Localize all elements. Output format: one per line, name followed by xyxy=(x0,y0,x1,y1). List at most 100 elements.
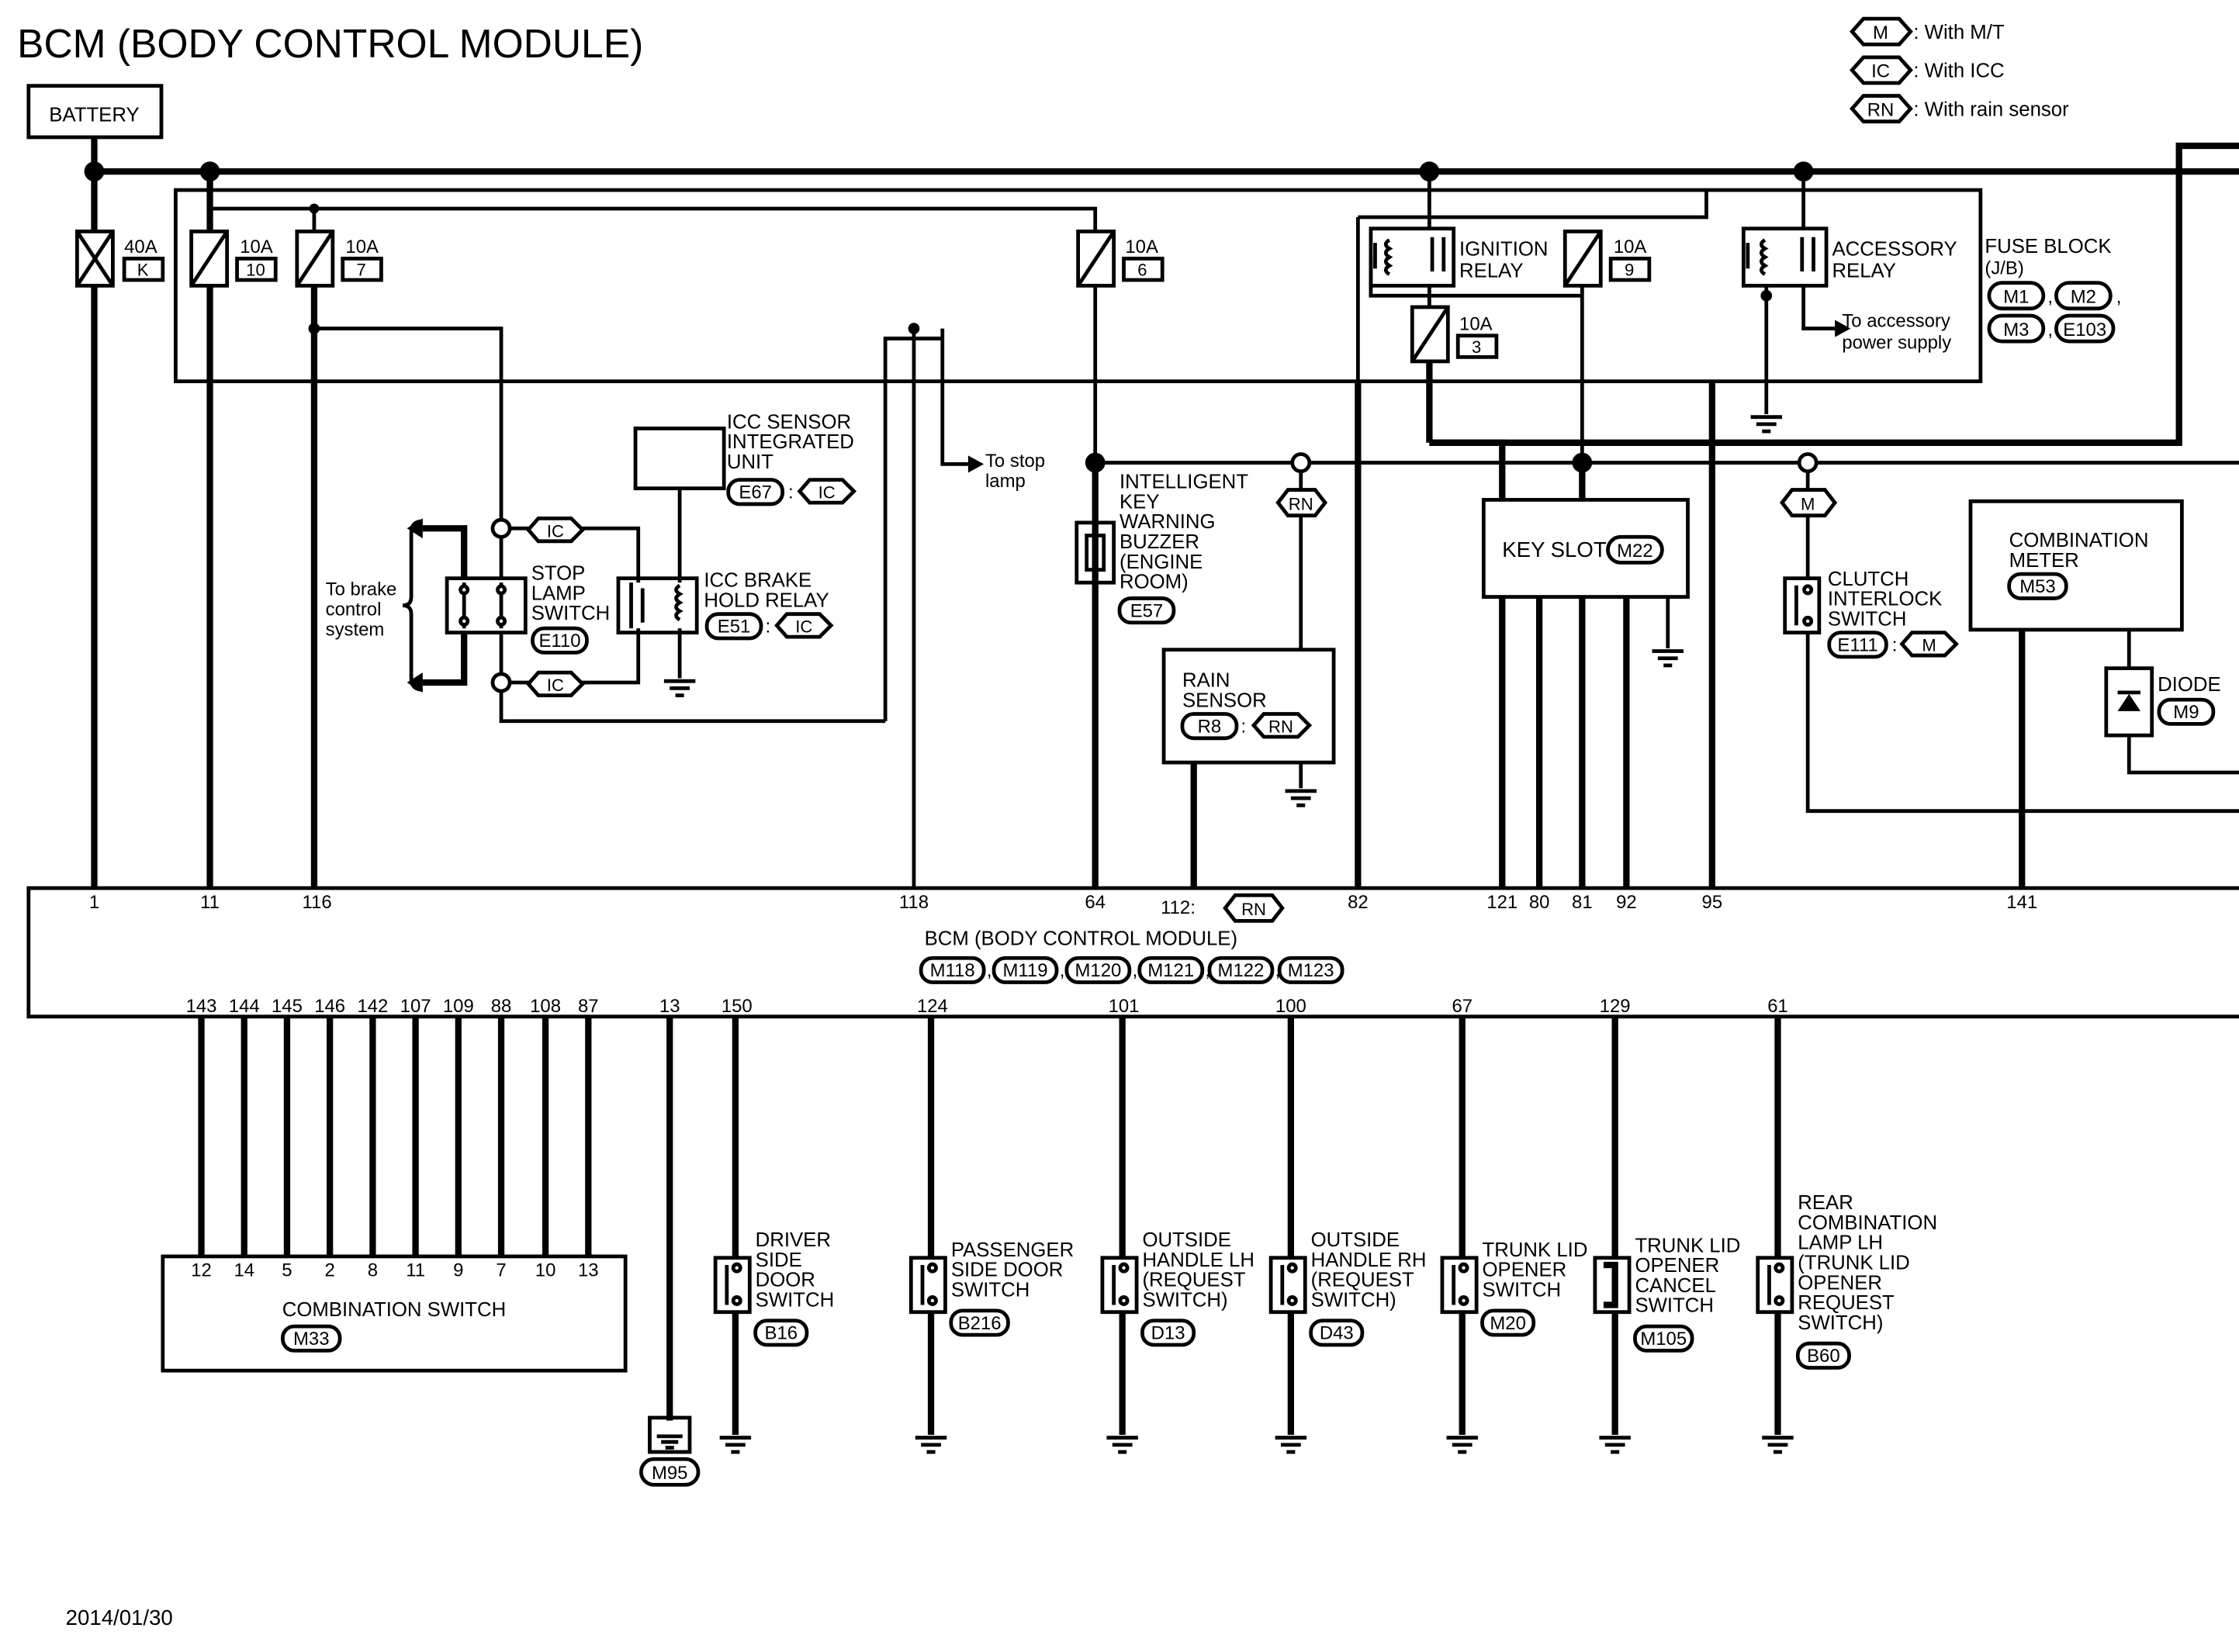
fuse-id: 6 xyxy=(1137,260,1147,279)
switch-label: CLUTCH xyxy=(1828,569,1909,590)
switch-label: INTERLOCK xyxy=(1828,589,1942,610)
connector-label: E111 xyxy=(1837,635,1877,656)
pin-label: 146 xyxy=(314,996,345,1017)
icc-brake-hold-relay: ICC BRAKE HOLD RELAY E51 : IC xyxy=(616,570,834,641)
pin-label: 118 xyxy=(899,892,929,913)
date-stamp: 2014/01/30 xyxy=(66,1605,173,1630)
to-stop-lamp: lamp xyxy=(985,471,1026,492)
fuse-block-label: FUSE BLOCK xyxy=(1985,236,2111,257)
rain-sensor-label: RAIN xyxy=(1182,670,1230,692)
connector-label: M123 xyxy=(1288,960,1334,981)
connector-label: R8 xyxy=(1198,716,1222,737)
pin-label: 112: xyxy=(1161,897,1196,918)
switch-label: (REQUEST xyxy=(1142,1270,1245,1291)
fuse-amp: 10A xyxy=(1614,237,1647,257)
main-bus xyxy=(84,137,2239,446)
switch-label: SWITCH xyxy=(531,603,611,624)
connector-label: M3 xyxy=(2003,320,2029,340)
switch-label: LAMP LH xyxy=(1798,1232,1883,1254)
icc-sensor-label: UNIT xyxy=(727,451,773,473)
ic-tag: IC xyxy=(547,521,564,541)
page-title: BCM (BODY CONTROL MODULE) xyxy=(17,21,643,66)
switch-label: (TRUNK LID xyxy=(1798,1252,1910,1274)
connector-label: D13 xyxy=(1151,1323,1185,1344)
fuse-10a-3: 10A 3 xyxy=(1410,305,1499,364)
buzzer-label: KEY xyxy=(1120,491,1160,513)
connector-label: M20 xyxy=(1490,1313,1526,1334)
combination-meter: COMBINATION METER M53 xyxy=(1968,499,2184,632)
option-tag: IC xyxy=(818,483,836,503)
fuse-amp: 10A xyxy=(240,237,273,257)
rain-sensor: RAIN SENSOR R8 : RN xyxy=(1161,648,1336,765)
buzzer-label: (ENGINE xyxy=(1120,551,1203,573)
pin-label: 2 xyxy=(325,1260,335,1281)
pin-label: 67 xyxy=(1452,996,1472,1017)
connector-label: M118 xyxy=(930,960,975,981)
pin-label: 150 xyxy=(722,996,753,1017)
switch-label: SWITCH xyxy=(951,1279,1030,1301)
switch-label: SWITCH xyxy=(1828,608,1907,630)
pin-label: 12 xyxy=(191,1260,212,1281)
pin-label: 7 xyxy=(496,1260,506,1281)
switch-label: SIDE DOOR xyxy=(951,1260,1064,1281)
legend-item-icc: IC : With ICC xyxy=(1850,55,2005,85)
connector-label: M22 xyxy=(1617,541,1653,562)
ignition-relay: IGNITION RELAY xyxy=(1369,226,1549,288)
pin-label: 141 xyxy=(2006,892,2037,913)
fuse-40a: 40A K xyxy=(74,230,165,288)
fuse-block-jb: (J/B) xyxy=(1985,258,2023,279)
diode: DIODE M9 xyxy=(2104,629,2239,775)
fuse-block: FUSE BLOCK (J/B) M1 , M2 , M3 , E103 xyxy=(173,188,2121,384)
connector-label: M1 xyxy=(2003,286,2029,307)
pin-label: 88 xyxy=(491,996,512,1017)
clutch-interlock-switch: CLUTCH INTERLOCK SWITCH E111 : M xyxy=(1783,569,1959,659)
switch-label: HANDLE LH xyxy=(1142,1249,1254,1271)
fuse-id: 7 xyxy=(357,260,366,279)
connector-label: M120 xyxy=(1075,960,1121,981)
icc-sensor-label: ICC SENSOR xyxy=(727,411,851,433)
pin-label: 61 xyxy=(1767,996,1788,1017)
pin-label: 95 xyxy=(1702,892,1723,913)
ground-icon xyxy=(1652,649,1684,668)
switch-label: HANDLE RH xyxy=(1311,1249,1427,1271)
switch-label: SWITCH xyxy=(756,1289,835,1311)
connector-label: B16 xyxy=(765,1323,798,1344)
svg-text::: : xyxy=(788,482,794,503)
svg-text:,: , xyxy=(1133,960,1138,981)
connector-label: D43 xyxy=(1320,1323,1354,1344)
connector-label: E51 xyxy=(718,617,751,638)
m-tag: M xyxy=(1801,494,1815,513)
legend-code: IC xyxy=(1871,61,1890,82)
connector-label: E110 xyxy=(538,631,580,651)
ic-tag: IC xyxy=(547,676,564,695)
buzzer-label: BUZZER xyxy=(1120,531,1199,553)
fuse-id: 10 xyxy=(246,260,265,279)
svg-text:,: , xyxy=(1060,960,1065,981)
battery: BATTERY xyxy=(26,84,164,140)
connector-label: M105 xyxy=(1640,1329,1687,1350)
fuse-10a-6: 10A 6 xyxy=(1076,230,1164,288)
pin-label: 129 xyxy=(1600,996,1631,1017)
pin-label: 9 xyxy=(453,1260,463,1281)
fuse-id: 9 xyxy=(1625,260,1634,279)
legend-item-mt: M : With M/T xyxy=(1850,16,2005,47)
pin-label: 144 xyxy=(229,996,260,1017)
pin-label: 108 xyxy=(530,996,561,1017)
legend: M : With M/T IC : With ICC RN : With rai… xyxy=(1850,16,2069,124)
fuse-amp: 40A xyxy=(124,237,157,257)
bcm-top-pins: 1 11 116 118 64 112: RN 82 121 80 81 92 … xyxy=(89,892,2037,923)
switch-label: COMBINATION xyxy=(1798,1212,1937,1234)
legend-text: : With M/T xyxy=(1913,22,2005,43)
relay-label: RELAY xyxy=(1459,260,1524,282)
combination-switch-label: COMBINATION SWITCH xyxy=(282,1299,506,1321)
to-brake-label: control xyxy=(326,600,382,620)
fuse-10a-9: 10A 9 xyxy=(1562,230,1652,288)
combination-switch-harness xyxy=(198,1016,592,1256)
pin-label: 121 xyxy=(1486,892,1517,913)
svg-text::: : xyxy=(1241,716,1246,737)
fuse-10a-10: 10A 10 xyxy=(189,230,278,288)
switch-label: OPENER xyxy=(1798,1272,1882,1294)
